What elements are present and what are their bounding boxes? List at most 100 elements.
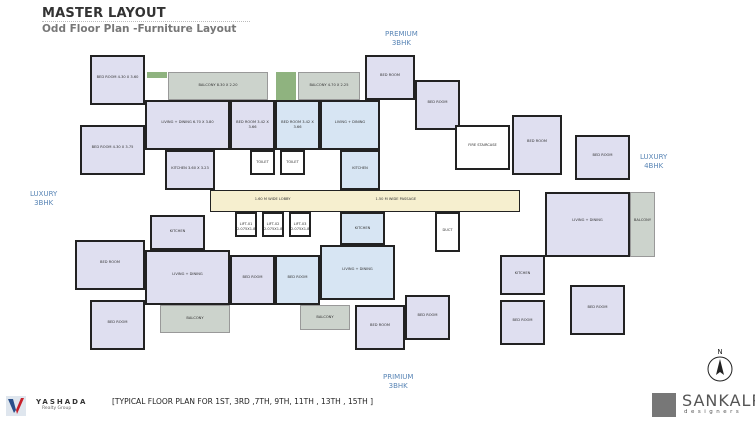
room-label: KITCHEN 3.60 X 3.23 xyxy=(171,166,209,171)
room-label: BED ROOM xyxy=(370,323,390,328)
room-label: BED ROOM xyxy=(100,260,120,265)
room-label: BALCONY xyxy=(633,218,652,223)
tag-line: 3BHK xyxy=(34,199,54,207)
room-label: BED ROOM xyxy=(427,100,448,105)
room-label: BED ROOM 4.30 X 3.75 xyxy=(91,145,134,150)
room-label: LIFT-03 2.075X1.8 xyxy=(291,222,310,231)
bedroom-premium-top: BED ROOM xyxy=(365,55,415,100)
living-dining-bl: LIVING + DINING xyxy=(145,250,230,305)
room-label: BED ROOM xyxy=(417,313,438,318)
floor-plan: 1.60 M WIDE LOBBY 1.50 M WIDE PASSAGE BE… xyxy=(75,55,655,350)
tag-line: PREMIUM xyxy=(385,30,418,38)
bedroom-bl-2: BED ROOM xyxy=(90,300,145,350)
architect-logo-icon xyxy=(652,393,676,417)
room-label: TOILET xyxy=(286,160,299,165)
tag-line: PRIMIUM xyxy=(383,373,414,381)
lift-03: LIFT-03 2.075X1.8 xyxy=(289,212,311,237)
tag-line: LUXURY xyxy=(640,153,668,161)
living-dining-right: LIVING + DINING xyxy=(545,192,630,257)
planter xyxy=(276,72,296,100)
north-label: N xyxy=(717,348,722,356)
bedroom-a2: BED ROOM 4.30 X 3.75 xyxy=(80,125,145,175)
room-label: LIVING + DINING xyxy=(342,267,373,272)
bedroom-bl-1: BED ROOM xyxy=(75,240,145,290)
room-label: BED ROOM xyxy=(527,139,547,144)
page-subtitle: Odd Floor Plan -Furniture Layout xyxy=(42,23,237,35)
room-label: BALCONY xyxy=(316,315,334,320)
duct: DUCT xyxy=(435,212,460,252)
tag-primium-3bhk: PRIMIUM 3BHK xyxy=(383,373,413,391)
room-label: LIVING + DINING xyxy=(334,120,366,125)
bedroom-b1: BED ROOM 3.42 X 3.66 xyxy=(275,100,320,150)
bedroom-primium-2: BED ROOM xyxy=(405,295,450,340)
room-label: BED ROOM 3.42 X 3.66 xyxy=(281,120,314,129)
room-label: BALCONY xyxy=(186,316,204,321)
living-dining-a: LIVING + DINING 6.70 X 3.80 xyxy=(145,100,230,150)
planter xyxy=(147,72,167,78)
balcony-bl: BALCONY xyxy=(160,305,230,333)
bedroom-bc-1: BED ROOM xyxy=(275,255,320,305)
room-label: BALCONY 4.70 X 2.25 xyxy=(309,83,349,88)
central-lobby: 1.60 M WIDE LOBBY 1.50 M WIDE PASSAGE xyxy=(210,190,520,212)
bedroom-right-4: BED ROOM xyxy=(570,285,625,335)
kitchen-a: KITCHEN 3.60 X 3.23 xyxy=(165,150,215,190)
room-label: BED ROOM xyxy=(380,73,400,78)
developer-name: YASHADA xyxy=(36,398,88,406)
room-label: FIRE STAIRCASE xyxy=(468,143,497,148)
living-dining-bc: LIVING + DINING xyxy=(320,245,395,300)
bedroom-a1: BED ROOM 4.30 X 3.60 xyxy=(90,55,145,105)
balcony-a: BALCONY 8.30 X 2.20 xyxy=(168,72,268,100)
kitchen-right: KITCHEN xyxy=(500,255,545,295)
balcony-b: BALCONY 4.70 X 2.25 xyxy=(298,72,360,100)
room-label: KITCHEN xyxy=(169,229,186,234)
architect-sub: designers xyxy=(684,409,743,415)
room-label: KITCHEN xyxy=(354,225,371,230)
room-label: BED ROOM xyxy=(587,305,608,310)
balcony-bc: BALCONY xyxy=(300,305,350,330)
tag-line: LUXURY xyxy=(30,190,58,198)
bedroom-premium-top-2: BED ROOM xyxy=(415,80,460,130)
living-dining-b: LIVING + DINING xyxy=(320,100,380,150)
bedroom-primium-1: BED ROOM xyxy=(355,305,405,350)
lift-01: LIFT-01 2.075X1.8 xyxy=(235,212,257,237)
room-label: TOILET xyxy=(256,160,269,165)
bedroom-right-1: BED ROOM xyxy=(512,115,562,175)
title-divider xyxy=(42,21,250,22)
tag-luxury-3bhk: LUXURY 3BHK xyxy=(30,190,57,208)
balcony-right: BALCONY xyxy=(630,192,655,257)
room-label: BED ROOM xyxy=(242,275,263,280)
fire-staircase: FIRE STAIRCASE xyxy=(455,125,510,170)
room-label: LIVING + DINING 6.70 X 3.80 xyxy=(161,120,214,125)
room-label: LIFT-01 2.075X1.8 xyxy=(237,222,256,231)
tag-line: 4BHK xyxy=(644,162,664,170)
tag-premium-3bhk: PREMIUM 3BHK xyxy=(385,30,418,48)
bedroom-bl-3: BED ROOM xyxy=(230,255,275,305)
room-label: BED ROOM 3.42 X 3.66 xyxy=(236,120,269,129)
toilet-b: TOILET xyxy=(280,150,305,175)
floor-note: [TYPICAL FLOOR PLAN FOR 1ST, 3RD ,7TH, 9… xyxy=(112,397,374,406)
wide-lobby-label: 1.60 M WIDE LOBBY xyxy=(254,197,291,201)
room-label: LIFT-02 2.075X1.8 xyxy=(264,222,283,231)
toilet-a: TOILET xyxy=(250,150,275,175)
room-label: BALCONY 8.30 X 2.20 xyxy=(198,83,238,88)
tag-luxury-4bhk: LUXURY 4BHK xyxy=(640,153,667,171)
developer-sub: Realty Group xyxy=(42,406,72,411)
bedroom-right-2: BED ROOM xyxy=(575,135,630,180)
yashada-logo-icon xyxy=(6,396,26,416)
room-label: KITCHEN xyxy=(352,166,368,171)
kitchen-bc: KITCHEN xyxy=(340,212,385,245)
room-label: KITCHEN xyxy=(514,271,531,276)
lift-02: LIFT-02 2.075X1.8 xyxy=(262,212,284,237)
room-label: BED ROOM xyxy=(592,153,613,158)
kitchen-b: KITCHEN xyxy=(340,150,380,190)
room-label: BED ROOM xyxy=(287,275,308,280)
kitchen-bl: KITCHEN xyxy=(150,215,205,250)
tag-line: 3BHK xyxy=(391,39,411,47)
room-label: BED ROOM xyxy=(107,320,128,325)
wide-passage-label: 1.50 M WIDE PASSAGE xyxy=(375,197,417,201)
bedroom-right-3: BED ROOM xyxy=(500,300,545,345)
architect-name: SANKALP xyxy=(682,391,755,410)
room-label: DUCT xyxy=(442,228,453,233)
room-label: LIVING + DINING xyxy=(172,272,203,277)
room-label: LIVING + DINING xyxy=(572,218,603,223)
